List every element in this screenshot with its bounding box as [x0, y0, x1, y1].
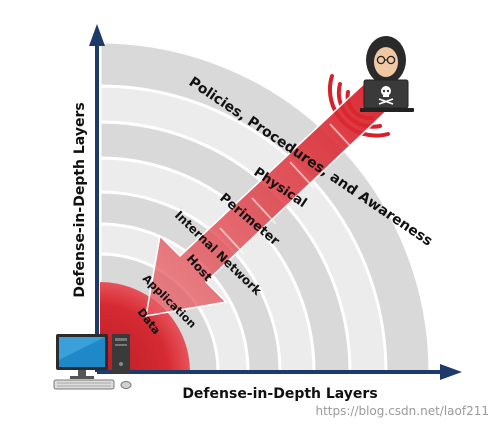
watermark: https://blog.csdn.net/laof211	[315, 404, 489, 418]
y-axis-arrowhead	[89, 24, 105, 46]
axes	[89, 24, 462, 380]
x-axis-label: Defense-in-Depth Layers	[182, 386, 377, 402]
computer-icon	[53, 334, 132, 390]
skull-icon	[378, 86, 394, 105]
attack-arrow	[145, 76, 396, 317]
x-axis-arrowhead	[440, 364, 462, 380]
y-axis-label: Defense-in-Depth Layers	[72, 102, 88, 297]
hacker-icon	[360, 36, 414, 112]
arrow-stripes	[219, 123, 355, 255]
